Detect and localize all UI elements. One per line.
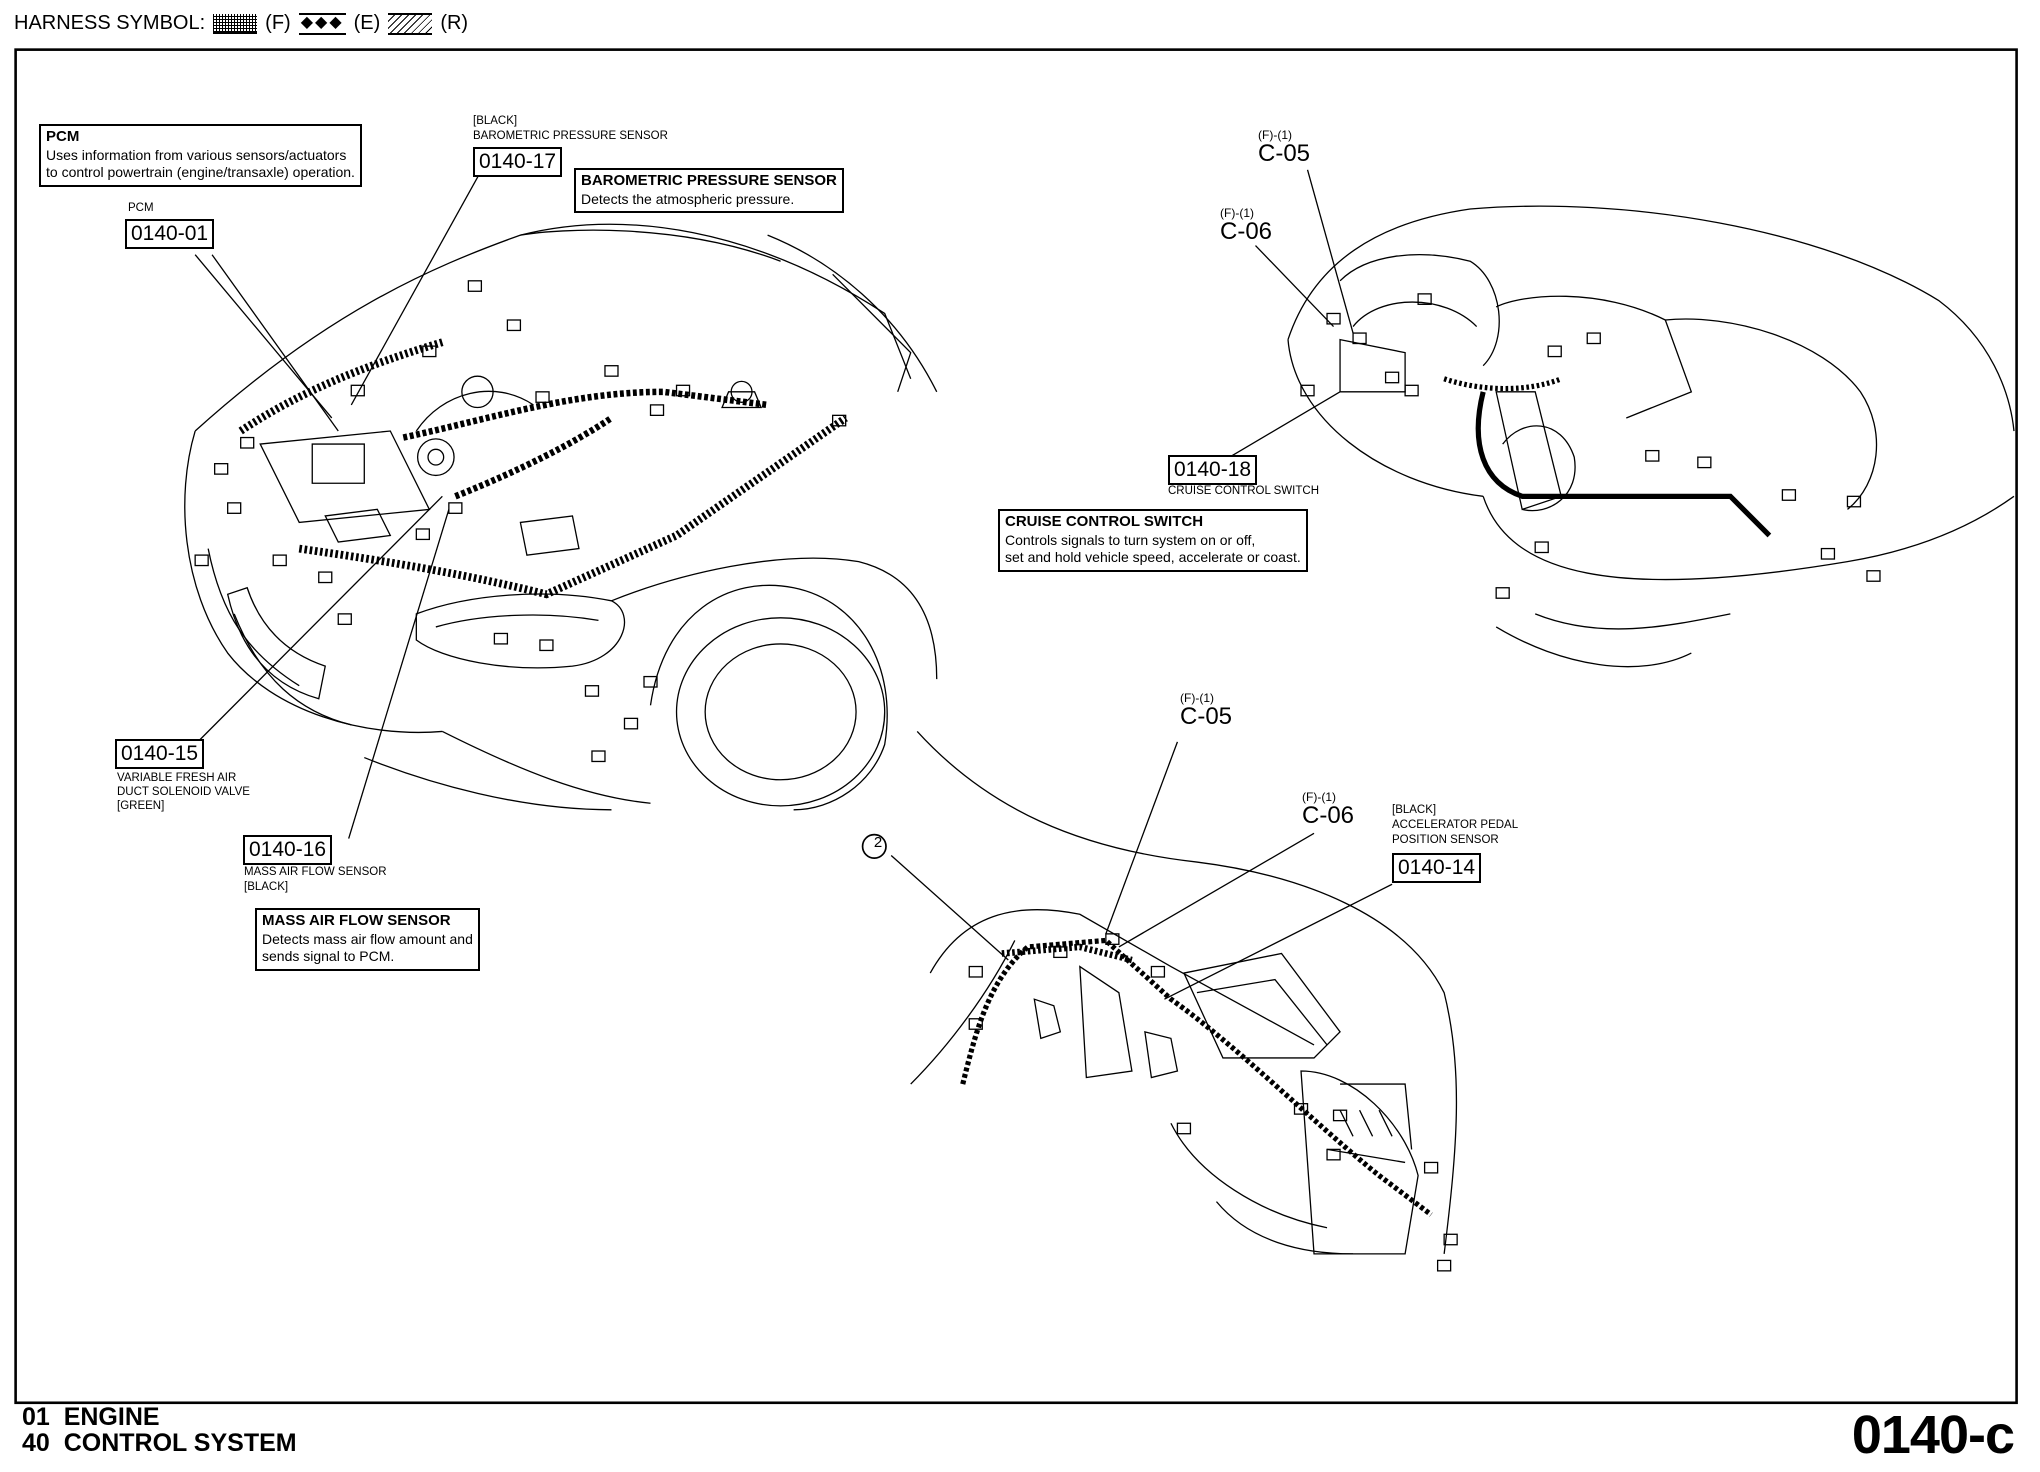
car-front-engine-bay [184,174,938,839]
maf-box-line2: sends signal to PCM. [262,948,395,965]
c05-top-code: C-05 [1258,140,1311,168]
harness-e-label: (E) [353,12,381,34]
baro-name-label: BAROMETRIC PRESSURE SENSOR [473,130,668,142]
pcm-box-title: PCM [46,128,80,145]
ccs-name-label: CRUISE CONTROL SWITCH [1168,485,1319,497]
baro-color-label: [BLACK] [473,115,518,127]
baro-box-title: BAROMETRIC PRESSURE SENSOR [581,172,837,189]
app-line2: POSITION SENSOR [1392,834,1499,846]
pcm-name-label: PCM [128,202,154,214]
page-number: 0140-c [1851,1405,2015,1465]
pcm-description-box: PCM Uses information from various sensor… [39,124,362,187]
footer-line2: 40 CONTROL SYSTEM [22,1428,297,1457]
circle-ref-number: 2 [873,834,883,851]
pcm-box-line1: Uses information from various sensors/ac… [46,146,347,163]
c05-top-prefix: (F)-(1) [1258,128,1292,142]
vfad-line1: VARIABLE FRESH AIR [117,772,237,784]
maf-box-line1: Detects mass air flow amount and [262,930,473,947]
baro-box-line1: Detects the atmospheric pressure. [581,190,795,207]
diagram-frame [14,48,2018,1405]
maf-description-box: MASS AIR FLOW SENSOR Detects mass air fl… [255,908,480,971]
app-line1: ACCELERATOR PEDAL [1392,819,1519,831]
harness-symbol-label: HARNESS SYMBOL: [14,12,206,34]
harness-f-symbol-icon [213,13,258,34]
c05-bottom-prefix: (F)-(1) [1180,691,1214,705]
ccs-code[interactable]: 0140-18 [1168,455,1258,485]
pcm-box-line2: to control powertrain (engine/transaxle)… [46,164,355,181]
c06-top-prefix: (F)-(1) [1220,206,1254,220]
ccs-box-line2: set and hold vehicle speed, accelerate o… [1005,549,1301,566]
harness-f-label: (F) [265,12,291,34]
maf-code[interactable]: 0140-16 [243,835,333,865]
harness-e-symbol-icon: ◆◆◆ [298,12,346,35]
c06-top-code: C-06 [1220,218,1273,246]
pcm-code[interactable]: 0140-01 [125,219,215,249]
c06-bottom-connector[interactable]: (F)-(1) C-06 [1302,790,1355,830]
vfad-line2: DUCT SOLENOID VALVE [117,786,250,798]
circle-ref-marker [861,833,887,859]
c05-top-connector[interactable]: (F)-(1) C-05 [1258,128,1311,168]
baro-description-box: BAROMETRIC PRESSURE SENSOR Detects the a… [574,168,844,214]
dashboard-view [1229,169,2015,668]
ccs-description-box: CRUISE CONTROL SWITCH Controls signals t… [998,509,1308,572]
c06-bottom-prefix: (F)-(1) [1302,790,1336,804]
c06-top-connector[interactable]: (F)-(1) C-06 [1220,206,1273,246]
app-code[interactable]: 0140-14 [1392,853,1482,883]
c05-bottom-connector[interactable]: (F)-(1) C-05 [1180,691,1233,731]
footer-line1: 01 ENGINE [22,1403,160,1431]
vfad-code[interactable]: 0140-15 [115,739,205,769]
maf-line2: [BLACK] [244,881,289,893]
c05-bottom-code: C-05 [1180,703,1233,731]
maf-line1: MASS AIR FLOW SENSOR [244,866,387,878]
harness-r-symbol-icon [388,12,433,35]
app-color-label: [BLACK] [1392,804,1437,816]
maf-box-title: MASS AIR FLOW SENSOR [262,912,451,929]
vfad-line3: [GREEN] [117,800,165,812]
harness-r-label: (R) [440,12,469,34]
ccs-box-line1: Controls signals to turn system on or of… [1005,531,1256,548]
section-footer: 01 ENGINE 40 CONTROL SYSTEM [22,1403,297,1457]
harness-symbol-legend: HARNESS SYMBOL: (F) ◆◆◆ (E) (R) [14,12,468,35]
baro-code[interactable]: 0140-17 [473,147,563,177]
ccs-box-title: CRUISE CONTROL SWITCH [1005,513,1204,530]
pedal-area-view [861,730,1458,1272]
c06-bottom-code: C-06 [1302,802,1355,830]
